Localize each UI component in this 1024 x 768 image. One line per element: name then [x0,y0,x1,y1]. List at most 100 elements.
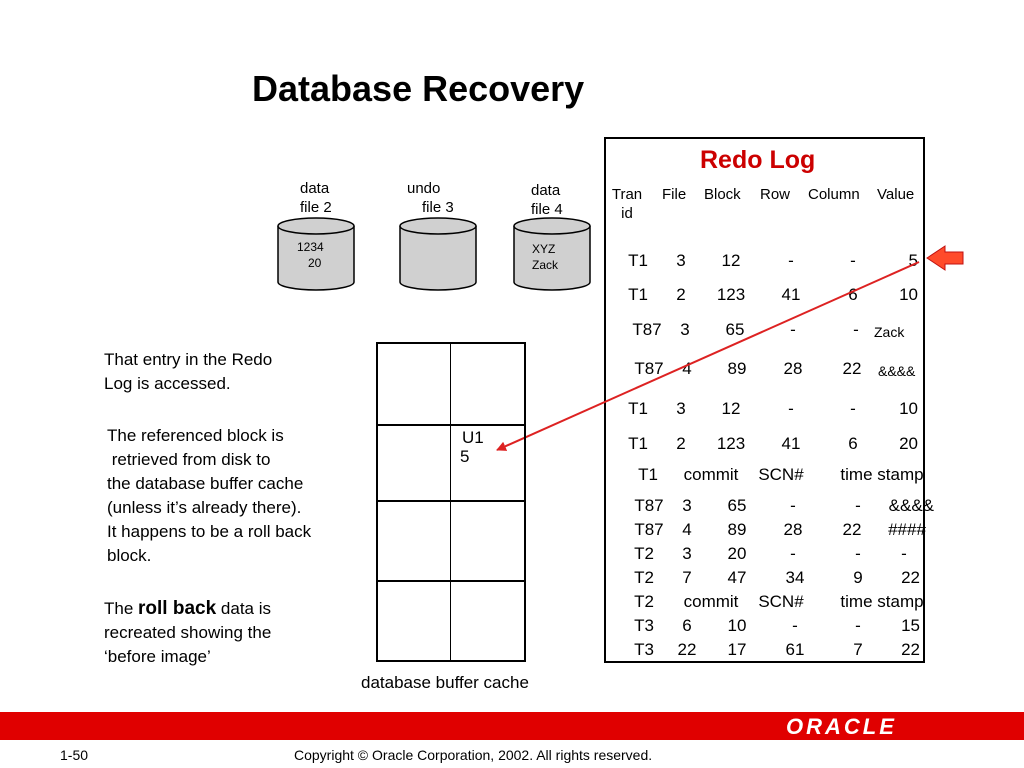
redo-cell: 34 [785,568,805,587]
redo-cell: 4 [682,359,692,378]
redo-cell: - [855,544,861,563]
redo-cell: 9 [853,568,863,587]
footer-bar [0,712,1024,740]
redo-cell: - [788,251,794,270]
redo-cell: T2 [634,568,654,587]
redo-cell: 28 [783,359,803,378]
header-column: Column [808,186,860,203]
redo-cell: - [901,544,907,563]
page-number: 1-50 [60,747,89,763]
redo-cell: 12 [721,399,741,418]
disk-cylinder-undo-file-3 [399,217,477,291]
redo-cell: Zack [874,324,905,340]
redo-log-box [604,137,925,663]
redo-cell: 10 [899,399,918,418]
redo-cell: commit [683,465,739,484]
redo-cell: 22 [842,520,862,539]
redo-cell: 20 [727,544,747,563]
redo-cell: T2 [634,544,654,563]
redo-cell: SCN# [758,592,804,611]
redo-cell: 41 [781,434,801,453]
redo-cell: 22 [901,640,920,659]
redo-cell: - [790,320,796,339]
redo-cell: - [855,616,861,635]
redo-cell: T2 [634,592,654,611]
redo-cell: &&&& [878,363,916,379]
redo-cell: T3 [634,616,654,635]
redo-cell: - [850,399,856,418]
redo-cell: time stamp [840,465,924,484]
redo-cell: 41 [781,285,801,304]
redo-cell: 7 [682,568,692,587]
redo-cell: &&&& [888,496,934,515]
redo-cell: 65 [725,320,745,339]
redo-cell: 2 [676,285,686,304]
redo-cell: 22 [901,568,920,587]
redo-cell: time stamp [840,592,924,611]
redo-cell: 20 [899,434,918,453]
disk-cylinder-data-file-2 [277,217,355,291]
redo-cell: SCN# [758,465,804,484]
note-redo-accessed: That entry in the Redo Log is accessed. [104,350,273,393]
redo-cell: 6 [682,616,692,635]
redo-cell: 7 [853,640,863,659]
header-tran-id: Tran id [611,186,643,222]
redo-cell: 5 [908,251,918,270]
redo-cell: - [853,320,859,339]
redo-cell: T1 [628,434,648,453]
redo-cell: - [790,496,796,515]
header-value: Value [877,186,915,203]
redo-cell: 22 [677,640,697,659]
redo-cell: T1 [638,465,658,484]
redo-cell: T87 [634,359,664,378]
redo-cell: 3 [682,496,692,515]
disk-content-xyz-zack: XYZ Zack [532,242,559,272]
redo-cell: 22 [842,359,862,378]
disk-label-undo-file-3: undo file 3 [407,180,454,216]
note-block-retrieved: The referenced block is retrieved from d… [107,426,312,565]
redo-cell: - [792,616,798,635]
redo-cell: 123 [716,285,746,304]
redo-cell: 3 [676,399,686,418]
header-row: Row [760,186,791,203]
header-block: Block [704,186,741,203]
pointer-arrow-icon [926,245,964,271]
redo-cell: 89 [727,359,747,378]
redo-cell: T1 [628,251,648,270]
redo-cell: T3 [634,640,654,659]
redo-cell: 4 [682,520,692,539]
redo-cell: T1 [628,285,648,304]
redo-cell: 3 [680,320,690,339]
disk-label-data-file-2: data file 2 [300,180,332,216]
redo-to-cache-arrow [496,261,920,451]
redo-cell: T87 [634,496,664,515]
redo-cell: - [855,496,861,515]
header-file: File [662,186,687,203]
redo-cell: 47 [727,568,747,587]
oracle-logo: ORACLE [786,714,897,739]
redo-cell: T87 [632,320,662,339]
cache-label: database buffer cache [361,673,529,692]
redo-cell: 10 [899,285,918,304]
redo-cell: 6 [848,285,858,304]
redo-cell: 61 [785,640,805,659]
disk-content-1234: 1234 20 [297,240,324,270]
page-title: Database Recovery [252,68,585,109]
cache-cell-u1: U1 5 [460,428,484,466]
redo-cell: T87 [634,520,664,539]
disk-label-data-file-4: data file 4 [531,182,563,218]
database-buffer-cache-grid [376,342,526,662]
redo-cell: 12 [721,251,741,270]
redo-cell: #### [888,520,926,539]
redo-cell: 28 [783,520,803,539]
redo-cell: 6 [848,434,858,453]
copyright-text: Copyright © Oracle Corporation, 2002. Al… [294,747,653,763]
note-roll-back: The roll back data is recreated showing … [104,598,272,666]
redo-cell: commit [683,592,739,611]
redo-cell: 17 [727,640,747,659]
redo-cell: 123 [716,434,746,453]
redo-log-title: Redo Log [700,146,816,174]
redo-cell: 3 [682,544,692,563]
